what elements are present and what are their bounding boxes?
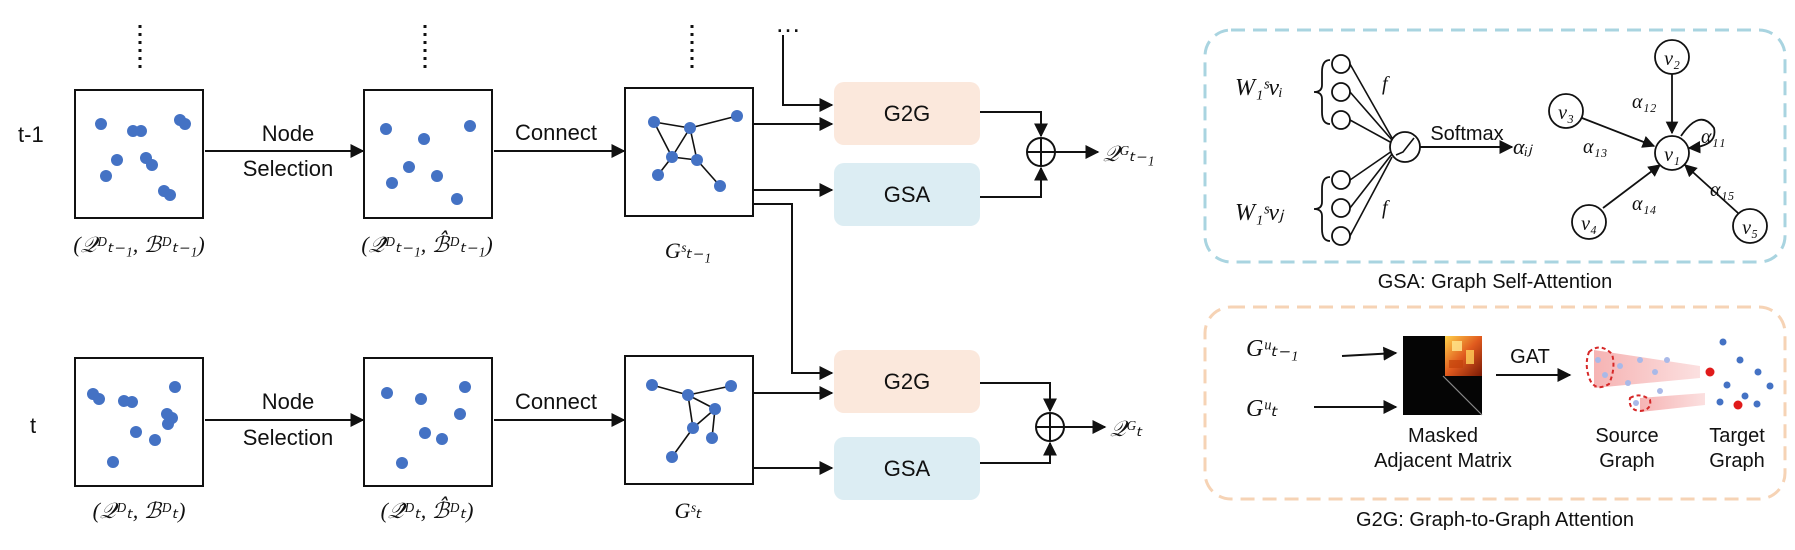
output-label-cur: 𝒬ᴳₜ	[1110, 416, 1143, 441]
gsa-module-prev: GSA	[834, 163, 980, 226]
gsa-label-prev: GSA	[884, 182, 931, 207]
attention-nodes	[1548, 39, 1768, 244]
time-label-prev: t-1	[18, 122, 44, 147]
connect-label-prev: Connect	[515, 120, 597, 145]
node-selection-label-cur-2: Selection	[243, 425, 334, 450]
detections-box-cur	[74, 357, 204, 487]
graph-nodes-cur	[646, 379, 737, 463]
activation-neuron	[1389, 131, 1421, 163]
g2g-panel: Gᵘₜ₋₁ Gᵘₜ Masked Adjacent Matrix GAT	[1203, 305, 1787, 531]
target-graph-label-1: Target	[1709, 425, 1765, 447]
node-v5: v₅	[1742, 217, 1758, 239]
selected-label-cur: (𝒬̂ᴰₜ, ℬ̂ᴰₜ)	[381, 496, 474, 523]
gsa-caption: GSA: Graph Self-Attention	[1378, 271, 1613, 293]
gsa-input-i: W₁ˢvᵢ	[1235, 75, 1283, 101]
node-selection-label-cur-1: Node	[262, 389, 315, 414]
arrow-prev-history-to-g2g	[782, 35, 834, 112]
ellipsis-top: …	[775, 8, 801, 38]
matrix-label-2: Adjacent Matrix	[1374, 450, 1512, 472]
gat-label: GAT	[1510, 346, 1550, 368]
edge-alpha-12: α₁₂	[1632, 91, 1656, 113]
edge-v1-self	[1680, 118, 1716, 154]
graph-attention-sketch	[1585, 338, 1774, 413]
alpha-ij-label: αᵢⱼ	[1513, 134, 1533, 159]
node-selection-label-prev-1: Node	[262, 121, 315, 146]
g2g-input-prev: Gᵘₜ₋₁	[1246, 336, 1298, 362]
gsa-input-j: W₁ˢvⱼ	[1235, 200, 1285, 226]
matrix-label-1: Masked	[1408, 425, 1478, 447]
g2g-module-prev: G2G	[834, 82, 980, 145]
softmax-label: Softmax	[1430, 123, 1503, 145]
time-label-cur: t	[30, 413, 36, 438]
graph-nodes-prev	[648, 110, 743, 192]
selected-points-prev	[380, 120, 476, 205]
node-v4: v₄	[1581, 213, 1597, 235]
output-label-prev: 𝒬ᴳₜ₋₁	[1103, 141, 1155, 166]
graph-box-prev	[624, 87, 754, 217]
node-v3: v₃	[1558, 102, 1574, 124]
brace-top	[1313, 59, 1331, 125]
gsa-panel: W₁ˢvᵢ W₁ˢvⱼ f f Softmax αᵢⱼ	[1203, 28, 1787, 293]
detection-points-cur	[87, 381, 181, 468]
graph-label-prev: Gˢₜ₋₁	[665, 238, 711, 263]
f-label-top: f	[1382, 73, 1390, 95]
g2g-module-cur: G2G	[834, 350, 980, 413]
connect-label-cur: Connect	[515, 389, 597, 414]
selected-box-prev	[363, 89, 493, 219]
source-graph-label-1: Source	[1595, 425, 1658, 447]
edge-alpha-11: α₁₁	[1701, 126, 1725, 148]
detections-label-prev: (𝒬ᴰₜ₋₁, ℬᴰₜ₋₁)	[73, 232, 204, 257]
source-graph-label-2: Graph	[1599, 450, 1655, 472]
f-label-bottom: f	[1382, 197, 1390, 219]
edge-v3-v1	[1581, 117, 1656, 148]
g2g-input-cur: Gᵘₜ	[1246, 396, 1278, 422]
target-graph-label-2: Graph	[1709, 450, 1765, 472]
edge-alpha-14: α₁₄	[1632, 193, 1656, 215]
arrow-gsa-to-sum-prev	[980, 166, 1048, 198]
sum-node-cur	[1035, 412, 1065, 442]
arrow-g2g-to-sum-prev	[980, 111, 1048, 138]
edge-alpha-15: α₁₅	[1710, 179, 1734, 201]
brace-bottom	[1313, 176, 1331, 242]
selected-box-cur	[363, 357, 493, 487]
graph-label-cur: Gˢₜ	[674, 498, 702, 523]
g2g-label-cur: G2G	[884, 369, 930, 394]
arrow-gsa-to-sum-cur	[980, 441, 1057, 464]
detection-points-prev	[95, 114, 191, 201]
detections-label-cur: (𝒬ᴰₜ, ℬᴰₜ)	[93, 498, 186, 523]
input-neurons-i	[1331, 54, 1351, 130]
masked-adjacent-matrix	[1403, 336, 1483, 416]
node-v1: v₁	[1664, 144, 1680, 166]
graph-box-cur	[624, 355, 754, 485]
detections-box-prev	[74, 89, 204, 219]
edge-v5-v1	[1684, 164, 1739, 214]
selected-label-prev: (𝒬̂ᴰₜ₋₁, ℬ̂ᴰₜ₋₁)	[361, 230, 492, 257]
arrow-prev-graph-to-g2g-cur	[754, 203, 834, 380]
arrow-g2g-to-sum-cur	[980, 382, 1057, 413]
gsa-label-cur: GSA	[884, 456, 931, 481]
node-selection-label-prev-2: Selection	[243, 156, 334, 181]
arrow-g2g-input-prev	[1341, 346, 1398, 361]
g2g-caption: G2G: Graph-to-Graph Attention	[1356, 509, 1634, 531]
edge-v4-v1	[1602, 164, 1662, 209]
input-neurons-j	[1331, 170, 1351, 246]
node-v2: v₂	[1664, 48, 1680, 70]
edge-alpha-13: α₁₃	[1583, 136, 1607, 158]
g2g-label-prev: G2G	[884, 101, 930, 126]
sum-node-prev	[1026, 137, 1056, 167]
gsa-module-cur: GSA	[834, 437, 980, 500]
selected-points-cur	[381, 381, 471, 469]
